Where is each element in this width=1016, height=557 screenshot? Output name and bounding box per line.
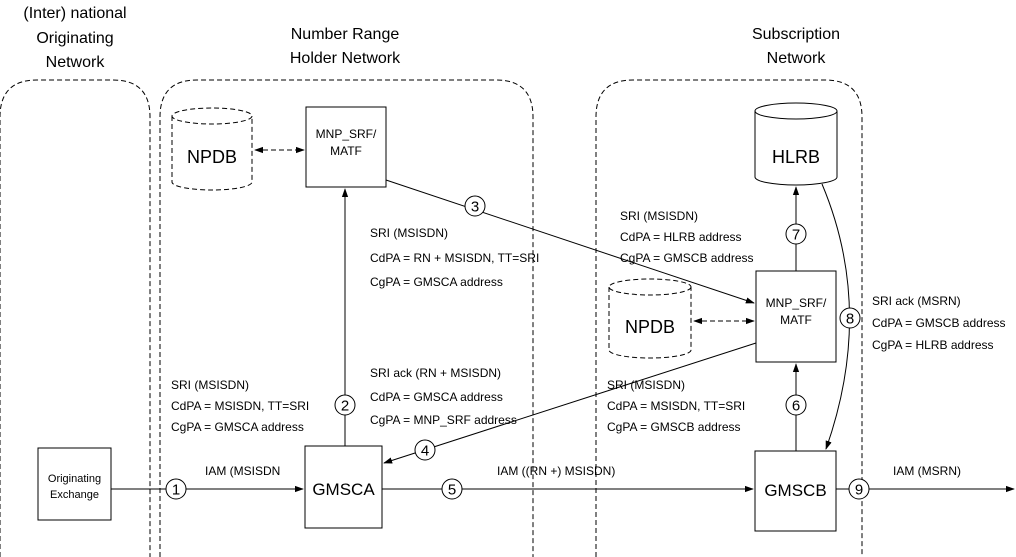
step-9-marker: 9 [848,478,870,500]
step-1-label: IAM (MSISDN [205,464,280,478]
svg-text:NPDB: NPDB [625,317,675,337]
step-4-marker: 4 [414,439,436,461]
svg-text:CdPA = GMSCA address: CdPA = GMSCA address [370,390,503,404]
step-1-sri-label: SRI (MSISDN) CdPA = MSISDN, TT=SRI CgPA … [171,378,309,434]
svg-text:CdPA = RN + MSISDN, TT=SRI: CdPA = RN + MSISDN, TT=SRI [370,251,539,265]
svg-text:SRI ack (MSRN): SRI ack (MSRN) [872,294,961,308]
svg-text:SRI ack (RN + MSISDN): SRI ack (RN + MSISDN) [370,366,501,380]
npdb-a: NPDB [171,107,253,191]
svg-text:CgPA = MNP_SRF address: CgPA = MNP_SRF address [370,413,517,427]
gmsca: GMSCA [304,445,383,529]
step-6-label: SRI (MSISDN) CdPA = MSISDN, TT=SRI CgPA … [607,378,745,434]
range-holder-network-boundary [159,79,534,557]
svg-text:MATF: MATF [780,313,812,327]
step-2-label: SRI (MSISDN) CdPA = RN + MSISDN, TT=SRI … [370,226,539,289]
svg-text:3: 3 [471,199,479,216]
svg-text:5: 5 [448,482,456,499]
svg-text:SRI (MSISDN): SRI (MSISDN) [607,378,685,392]
svg-text:SRI (MSISDN): SRI (MSISDN) [620,209,698,223]
svg-text:NPDB: NPDB [187,147,237,167]
svg-text:4: 4 [421,443,429,460]
svg-text:CdPA = MSISDN, TT=SRI: CdPA = MSISDN, TT=SRI [171,399,309,413]
svg-text:CdPA = HLRB address: CdPA = HLRB address [620,230,742,244]
step-3-marker: 3 [464,195,486,217]
step-6-marker: 6 [785,394,807,416]
step-4-label: SRI ack (RN + MSISDN) CdPA = GMSCA addre… [370,366,517,427]
svg-text:Number Range: Number Range [291,26,400,43]
svg-text:9: 9 [855,482,863,499]
step-3-label: SRI (MSISDN) CdPA = HLRB address CgPA = … [620,209,754,265]
svg-text:Holder Network: Holder Network [290,50,401,67]
svg-text:Network: Network [767,50,827,67]
step-1-marker: 1 [165,478,187,500]
svg-text:MNP_SRF/: MNP_SRF/ [316,127,377,141]
svg-text:CgPA = GMSCB address: CgPA = GMSCB address [607,420,741,434]
svg-text:CdPA = MSISDN, TT=SRI: CdPA = MSISDN, TT=SRI [607,399,745,413]
svg-text:8: 8 [846,311,854,328]
svg-text:CgPA = GMSCB address: CgPA = GMSCB address [620,251,754,265]
subscription-network-header: Subscription Network [752,26,840,67]
step-5-marker: 5 [441,478,463,500]
step-5-label: IAM ((RN +) MSISDN) [497,464,615,478]
svg-text:GMSCA: GMSCA [312,480,375,499]
svg-text:Originating: Originating [48,473,101,485]
step-2-marker: 2 [334,394,356,416]
npdb-b: NPDB [608,278,692,359]
range-holder-network-header: Number Range Holder Network [290,26,401,67]
hlrb: HLRB [754,102,838,186]
step-9-label: IAM (MSRN) [893,464,961,478]
svg-text:CgPA = GMSCA address: CgPA = GMSCA address [171,420,304,434]
svg-text:(Inter) national: (Inter) national [23,5,126,22]
svg-text:Subscription: Subscription [752,26,840,43]
svg-text:GMSCB: GMSCB [764,481,826,500]
svg-text:6: 6 [792,398,800,415]
svg-text:2: 2 [341,398,349,415]
gmscb: GMSCB [754,450,837,532]
svg-text:7: 7 [792,227,800,244]
step-7-marker: 7 [785,223,807,245]
svg-text:CgPA = GMSCA address: CgPA = GMSCA address [370,275,503,289]
svg-text:CgPA = HLRB address: CgPA = HLRB address [872,338,994,352]
mnp-srf-matf-a: MNP_SRF/ MATF [305,106,387,188]
svg-text:MNP_SRF/: MNP_SRF/ [766,296,827,310]
svg-text:Exchange: Exchange [50,489,99,501]
flow-4-line [383,342,757,464]
subscription-network-boundary [595,79,863,557]
svg-text:Network: Network [46,54,106,71]
mnp-srf-matf-b: MNP_SRF/ MATF [755,270,837,363]
step-8-marker: 8 [839,307,861,329]
originating-network-boundary [0,79,151,557]
step-8-label: SRI ack (MSRN) CdPA = GMSCB address CgPA… [872,294,1006,352]
svg-text:MATF: MATF [330,144,362,158]
originating-network-header: (Inter) national Originating Network [23,5,126,71]
svg-text:SRI (MSISDN): SRI (MSISDN) [171,378,249,392]
flow-3-line [385,179,755,304]
svg-text:HLRB: HLRB [772,147,820,167]
svg-text:1: 1 [172,482,180,499]
svg-text:Originating: Originating [36,30,113,47]
originating-exchange: Originating Exchange [37,447,112,521]
svg-text:CdPA = GMSCB address: CdPA = GMSCB address [872,316,1006,330]
svg-text:SRI (MSISDN): SRI (MSISDN) [370,226,448,240]
